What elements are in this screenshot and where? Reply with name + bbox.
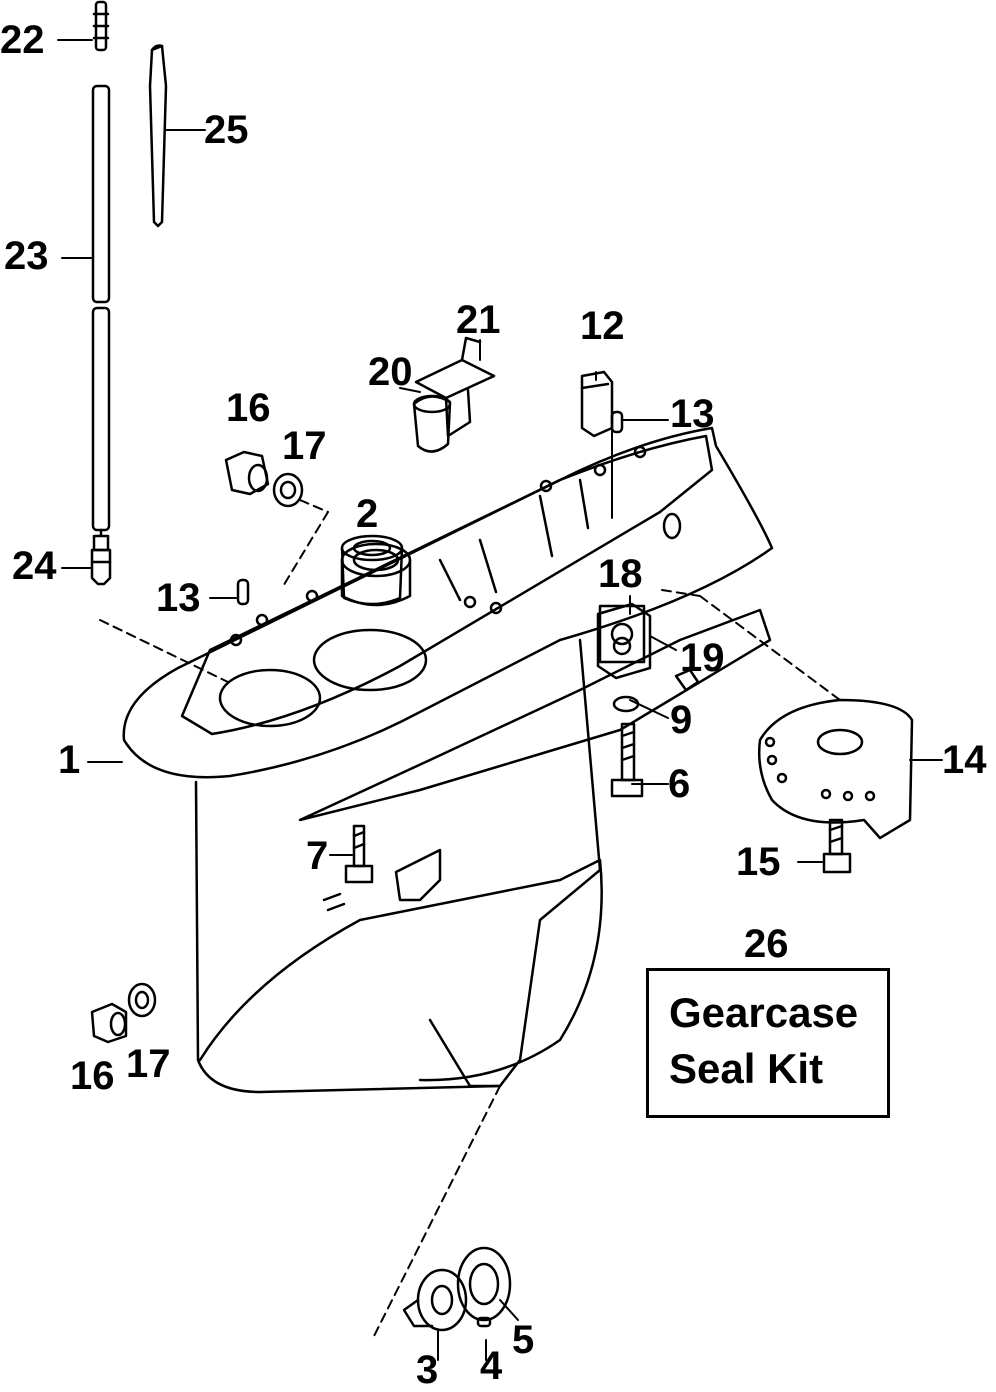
callout-1: 1 <box>58 738 81 782</box>
washer-9 <box>612 695 640 713</box>
callout-18: 18 <box>598 552 643 596</box>
bushing-2 <box>340 534 404 606</box>
screw-19 <box>674 668 700 692</box>
bolt-7 <box>344 824 374 884</box>
callout-25: 25 <box>204 108 249 152</box>
bolt-6 <box>610 722 644 798</box>
callout-3: 3 <box>416 1348 439 1392</box>
callout-20: 20 <box>368 350 413 394</box>
callout-16-top: 16 <box>226 386 271 430</box>
callout-24: 24 <box>12 544 57 588</box>
callout-2: 2 <box>356 492 379 536</box>
probe-rod-25 <box>148 44 168 228</box>
callout-7: 7 <box>306 834 329 878</box>
callout-26: 26 <box>744 922 789 966</box>
callout-9: 9 <box>670 698 693 742</box>
pin-13-left <box>236 578 250 606</box>
callout-23: 23 <box>4 234 49 278</box>
callout-4: 4 <box>480 1344 503 1388</box>
callout-13-left: 13 <box>156 576 201 620</box>
callout-5: 5 <box>512 1318 535 1362</box>
pad-12 <box>580 370 614 438</box>
pin-13-right <box>610 410 624 434</box>
clip-21 <box>414 336 496 438</box>
callout-16-bottom: 16 <box>70 1054 115 1098</box>
washer-17-top <box>272 472 304 508</box>
callout-13-right: 13 <box>670 392 715 436</box>
drain-plug-16-bottom <box>90 1002 128 1044</box>
callout-22: 22 <box>0 18 45 62</box>
thrust-washer-5 <box>456 1246 512 1322</box>
callout-19: 19 <box>680 636 725 680</box>
callout-12: 12 <box>580 304 625 348</box>
callout-15: 15 <box>736 840 781 884</box>
callout-21: 21 <box>456 298 501 342</box>
water-tube-20 <box>412 394 452 453</box>
callout-17-bottom: 17 <box>126 1042 171 1086</box>
washer-17-bottom <box>127 982 157 1018</box>
anode-18 <box>596 602 652 680</box>
leader-lines <box>57 39 943 1361</box>
shift-rod-coupler-24 <box>90 534 112 586</box>
seal-kit-label-line2: Seal Kit <box>669 1045 824 1092</box>
drain-plug-16-top <box>224 450 270 496</box>
pin-4 <box>476 1316 492 1328</box>
callout-14: 14 <box>942 738 987 782</box>
shift-rod-23 <box>91 84 111 538</box>
grease-fitting-22 <box>92 0 110 52</box>
trim-tab-14 <box>758 698 914 840</box>
seal-kit-box: Gearcase Seal Kit <box>646 968 890 1118</box>
callout-6: 6 <box>668 762 691 806</box>
bolt-15 <box>822 818 852 874</box>
seal-kit-label-line1: Gearcase <box>669 989 859 1036</box>
callout-17-top: 17 <box>282 424 327 468</box>
spacer-3 <box>402 1268 468 1332</box>
